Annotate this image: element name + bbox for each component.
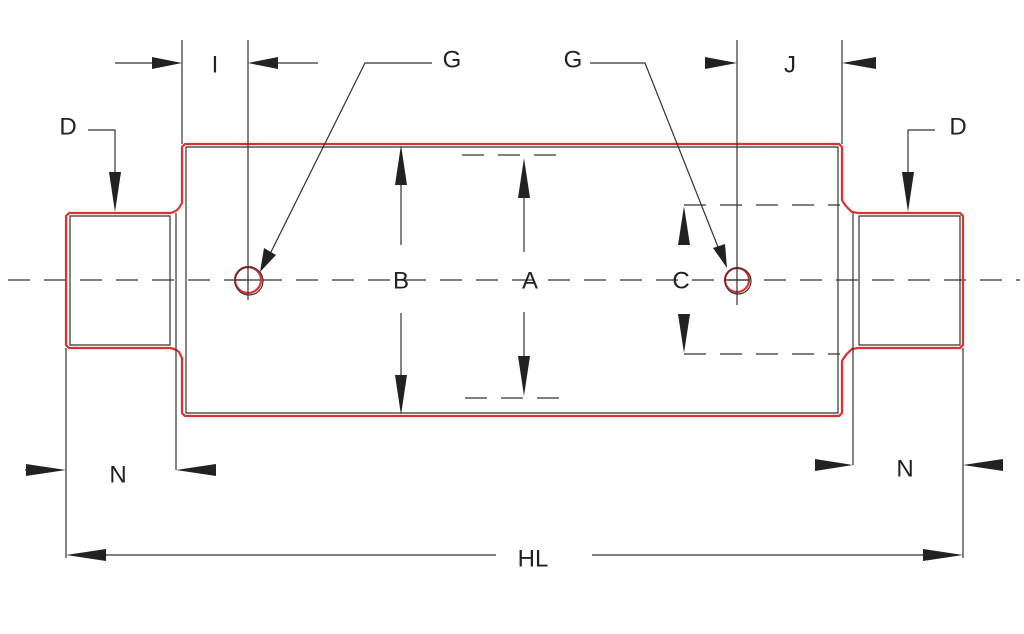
dimension-i: I [115,51,318,78]
label-g-right: G [564,46,583,73]
dimension-n-left: N [25,461,216,488]
label-i: I [212,51,219,78]
label-g-left: G [443,46,462,73]
label-hl: HL [518,545,549,572]
label-j: J [784,51,796,78]
dimension-c: C [672,204,840,355]
hole-right [723,40,752,305]
label-n-right: N [896,455,913,482]
label-n-left: N [109,461,126,488]
label-d-left: D [59,113,76,140]
leader-d-left: D [59,113,121,212]
leader-g-left: G [260,46,461,272]
inner-edges [65,40,964,558]
label-d-right: D [949,113,966,140]
dimension-hl: HL [66,545,963,572]
label-b: B [393,267,409,294]
leader-g-right: G [564,46,727,268]
dimension-n-right: N [815,455,1003,482]
dimension-j: J [705,51,876,78]
dimension-b: B [393,145,409,415]
dimension-a: A [462,154,560,399]
label-c: C [672,267,689,294]
leader-d-right: D [902,113,967,212]
body-outline [64,142,965,418]
hole-left [233,40,264,300]
label-a: A [522,267,538,294]
